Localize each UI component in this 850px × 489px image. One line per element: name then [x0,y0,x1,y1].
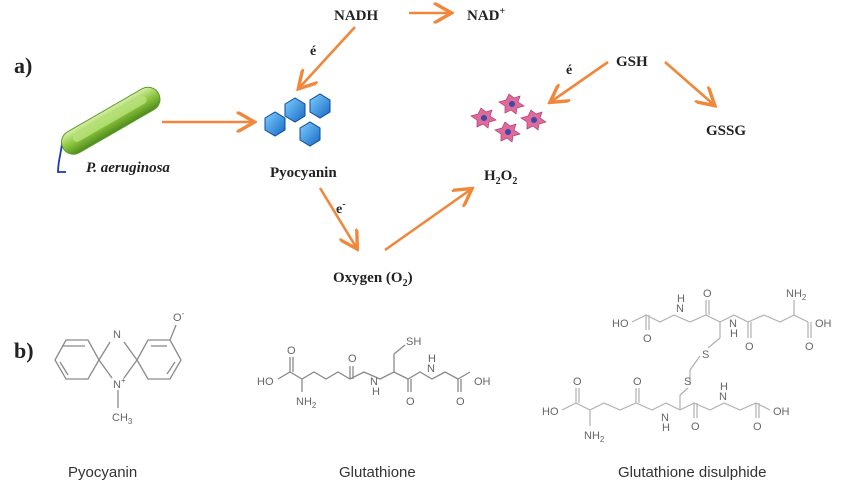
glu-atom-o1: O [287,345,296,357]
dis-atom-o4: O [805,341,814,353]
dis-atom-ho1: HO [612,318,629,330]
arrow-gsh-to-h2o2 [552,60,609,101]
glu-atom-o2: O [348,353,357,365]
glu-atom-ho: HO [257,376,274,388]
glu-atom-sh: SH [406,336,421,348]
dis-atom-n3: N [661,412,669,424]
panel-b-label: b) [14,338,34,363]
nadh-label: NADH [334,8,378,24]
glu-atom-o4: O [456,396,465,408]
pyocyanin-name: Pyocyanin [68,464,137,481]
glu-atom-o3: O [406,396,415,408]
glutathione-disulphide-structure [561,300,812,426]
glu-atom-nh2: NH2 [296,396,317,410]
oxygen-label: Oxygen (O2) [333,270,413,289]
bacterium-icon [57,86,161,173]
panel-a-label: a) [14,53,32,78]
pyocyanin-structure [54,324,182,408]
pyo-atom-o: O- [173,309,185,324]
dis-atom-o5: O [573,376,582,388]
glu-atom-n1: N [370,376,378,388]
arrow-pyocyanin-to-oxygen [318,187,356,247]
dis-atom-n2: N [729,318,737,330]
dis-atom-nh2b: NH2 [584,430,605,444]
dis-atom-o1: O [643,333,652,345]
dis-atom-o2: O [703,288,712,300]
gssg-label: GSSG [706,123,746,139]
electron-label-oxygen: e- [336,199,346,217]
pyocyanin-label: Pyocyanin [270,165,337,181]
dis-atom-h1: H [677,293,685,305]
electron-label-gsh: é [566,63,572,78]
bacterium-label: P. aeruginosa [86,160,170,176]
dis-atom-ohb: OH [773,406,790,418]
dis-atom-o8: O [753,421,762,433]
glu-atom-n2: N [427,363,435,375]
dis-atom-o6: O [633,376,642,388]
dis-atom-s1: S [702,349,709,361]
glu-atom-oh: OH [474,376,491,388]
dis-atom-n4: N [719,391,727,403]
arrow-oxygen-to-h2o2 [384,190,470,252]
dis-atom-oha: OH [815,318,832,330]
electron-label-nadh: é [310,44,316,59]
arrow-gsh-to-gssg [664,61,713,104]
dis-atom-nh2a: NH2 [786,288,807,302]
dis-atom-h3: H [662,422,670,434]
dis-atom-ho2: HO [542,406,559,418]
pyo-atom-n: N [113,329,121,341]
glutathione-structure [277,344,471,392]
pyo-atom-ch3: CH3 [112,412,133,426]
gsh-label: GSH [616,54,648,70]
pyocyanin-crystal-icon [264,93,331,147]
arrow-nadh-to-pyocyanin [300,26,356,87]
dis-atom-n1: N [676,303,684,315]
glutathione-disulphide-name: Glutathione disulphide [618,464,766,481]
dis-atom-h4: H [720,381,728,393]
dis-atom-h2: H [730,328,738,340]
h2o2-label: H2O2 [484,168,517,187]
nad-plus-label: NAD+ [467,6,506,24]
dis-atom-s2: S [684,376,691,388]
h2o2-molecule-icon [470,93,547,143]
dis-atom-o3: O [745,341,754,353]
dis-atom-o7: O [691,421,700,433]
glutathione-name: Glutathione [339,464,416,481]
pyo-atom-nplus: N+ [113,376,126,391]
glu-atom-h2: H [428,353,436,365]
glu-atom-h1: H [372,386,380,398]
